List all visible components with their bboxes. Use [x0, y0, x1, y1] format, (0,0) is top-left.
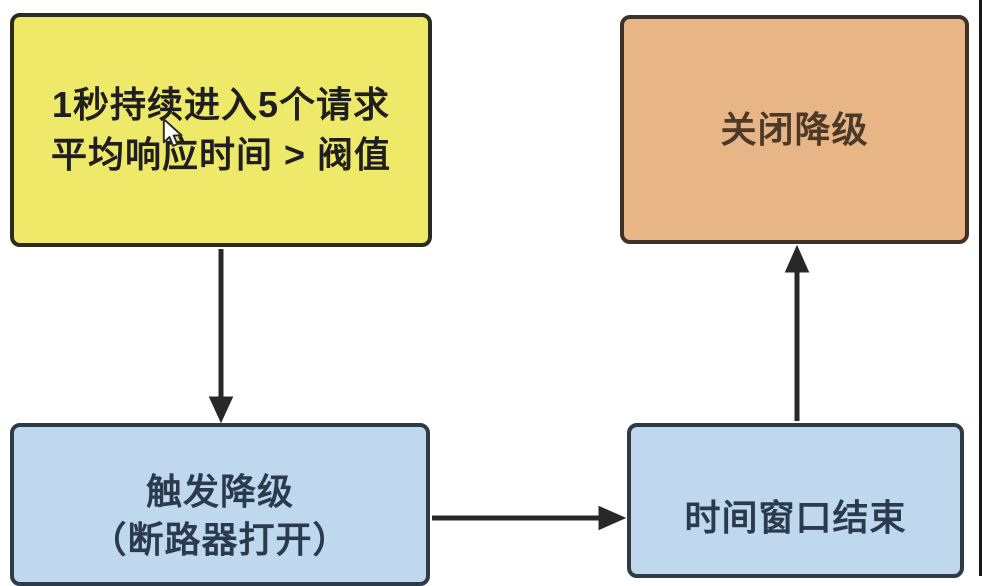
node-time-window-label: 时间窗口结束 [684, 497, 907, 538]
node-condition-line1: 1秒持续进入5个请求 [51, 84, 391, 125]
node-condition-line2: 平均响应时间 > 阀值 [50, 134, 392, 175]
node-condition: 1秒持续进入5个请求 平均响应时间 > 阀值 [10, 13, 432, 247]
frame-right-border [979, 0, 982, 576]
node-close-degrade: 关闭降级 [620, 15, 969, 244]
arrow-trigger-to-window [432, 505, 627, 531]
node-time-window: 时间窗口结束 [627, 423, 964, 578]
arrow-window-to-close [784, 244, 810, 421]
node-trigger-degrade-line2: （断路器打开） [90, 519, 350, 560]
arrow-condition-to-trigger [208, 249, 234, 424]
node-trigger-degrade: 触发降级 （断路器打开） [10, 423, 430, 586]
node-close-degrade-label: 关闭降级 [720, 108, 869, 150]
node-trigger-degrade-line1: 触发降级 [145, 471, 294, 512]
